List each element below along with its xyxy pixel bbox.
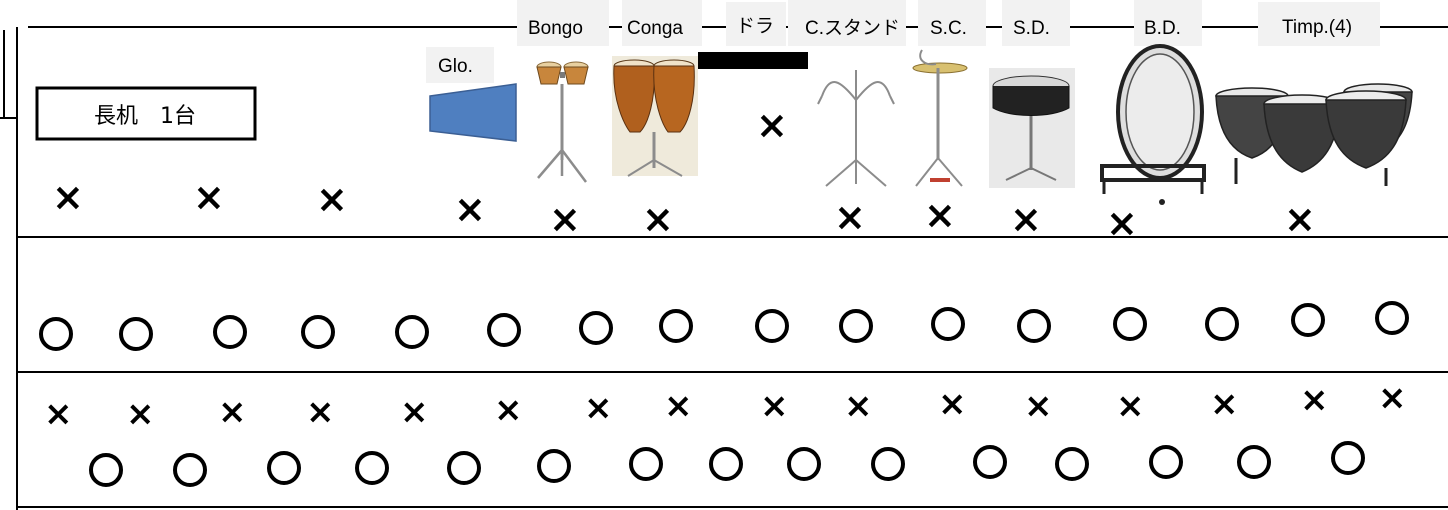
x-mark: × bbox=[1378, 378, 1407, 418]
x-mark: × bbox=[938, 384, 967, 424]
bongo-label: Bongo bbox=[528, 18, 583, 39]
seat-circle bbox=[629, 447, 663, 481]
seat-circle bbox=[1375, 301, 1409, 335]
seat-circle bbox=[931, 307, 965, 341]
seat-circle bbox=[1149, 445, 1183, 479]
x-mark: × bbox=[454, 187, 486, 231]
bd-label: B.D. bbox=[1144, 18, 1181, 39]
seat-row-1 bbox=[39, 301, 1409, 351]
timpani-image bbox=[1215, 83, 1413, 186]
seat-circle bbox=[213, 315, 247, 349]
seat-circle bbox=[267, 451, 301, 485]
seat-circle bbox=[1331, 441, 1365, 475]
bongo: Bongo bbox=[517, 0, 609, 183]
seat-circle bbox=[487, 313, 521, 347]
seat-circle bbox=[839, 309, 873, 343]
cymbal-stand-image bbox=[817, 70, 895, 187]
desk-label: 長机 1台 bbox=[94, 104, 196, 129]
x-mark: × bbox=[193, 175, 225, 219]
cymbal-stand: C.スタンド bbox=[788, 0, 906, 187]
x-mark: × bbox=[1024, 386, 1053, 426]
seat-circle bbox=[537, 449, 571, 483]
seat-circle bbox=[395, 315, 429, 349]
glockenspiel-shape bbox=[429, 83, 517, 142]
seat-row-2 bbox=[89, 441, 1365, 487]
seat-circle bbox=[755, 309, 789, 343]
dora-bar bbox=[698, 52, 808, 69]
x-mark: × bbox=[400, 392, 429, 432]
dora: ドラ bbox=[698, 2, 808, 69]
x-mark: × bbox=[1116, 386, 1145, 426]
x-mark: × bbox=[1284, 197, 1316, 241]
bongo-image bbox=[536, 61, 589, 183]
seat-circle bbox=[119, 317, 153, 351]
seat-circle bbox=[1237, 445, 1271, 479]
x-mark: × bbox=[924, 193, 956, 237]
conga-image bbox=[612, 56, 698, 177]
x-mark: × bbox=[1210, 384, 1239, 424]
x-mark: × bbox=[126, 394, 155, 434]
x-mark: × bbox=[756, 103, 788, 147]
glockenspiel: Glo. bbox=[426, 47, 517, 142]
seat-circle bbox=[973, 445, 1007, 479]
seat-circle bbox=[787, 447, 821, 481]
x-mark: × bbox=[584, 388, 613, 428]
seat-circle bbox=[579, 311, 613, 345]
c-stand-label: C.スタンド bbox=[805, 17, 900, 39]
x-mark: × bbox=[218, 392, 247, 432]
snare-drum-image bbox=[989, 68, 1075, 188]
seat-circle bbox=[355, 451, 389, 485]
suspended-cymbal-image bbox=[912, 49, 968, 187]
seat-circle bbox=[1205, 307, 1239, 341]
sd-label: S.D. bbox=[1013, 18, 1050, 39]
timpani: Timp.(4) bbox=[1215, 2, 1413, 186]
seat-circle bbox=[1055, 447, 1089, 481]
x-mark: × bbox=[1300, 380, 1329, 420]
seat-row-2-marks: × × × × × × × × × × × × × × × × bbox=[44, 378, 1407, 434]
seat-circle bbox=[89, 453, 123, 487]
glo-label: Glo. bbox=[438, 56, 473, 77]
x-mark: × bbox=[44, 394, 73, 434]
x-mark: × bbox=[1106, 201, 1138, 245]
timp-label: Timp.(4) bbox=[1282, 17, 1352, 38]
x-mark: × bbox=[642, 197, 674, 241]
instrument-row-marks: × × × × × × × × × × × × bbox=[52, 103, 1316, 245]
seat-circle bbox=[301, 315, 335, 349]
suspended-cymbal: S.C. bbox=[912, 0, 986, 187]
dora-label: ドラ bbox=[736, 16, 774, 37]
seat-circle bbox=[39, 317, 73, 351]
x-mark: × bbox=[844, 386, 873, 426]
seat-circle bbox=[1291, 303, 1325, 337]
seat-circle bbox=[1113, 307, 1147, 341]
sc-label: S.C. bbox=[930, 18, 967, 39]
x-mark: × bbox=[760, 386, 789, 426]
bass-drum: B.D. bbox=[1100, 0, 1206, 205]
seat-circle bbox=[447, 451, 481, 485]
seat-circle bbox=[659, 309, 693, 343]
bass-drum-image bbox=[1100, 44, 1206, 205]
conga: Conga bbox=[612, 0, 702, 177]
seat-circle bbox=[173, 453, 207, 487]
x-mark: × bbox=[1010, 197, 1042, 241]
conga-label: Conga bbox=[627, 18, 683, 39]
seat-circle bbox=[1017, 309, 1051, 343]
seat-circle bbox=[709, 447, 743, 481]
snare-drum: S.D. bbox=[989, 0, 1075, 188]
x-mark: × bbox=[664, 386, 693, 426]
x-mark: × bbox=[52, 175, 84, 219]
seat-circle bbox=[871, 447, 905, 481]
long-desk: 長机 1台 bbox=[35, 86, 257, 141]
x-mark: × bbox=[834, 195, 866, 239]
x-mark: × bbox=[549, 197, 581, 241]
x-mark: × bbox=[316, 177, 348, 221]
x-mark: × bbox=[306, 392, 335, 432]
x-mark: × bbox=[494, 390, 523, 430]
